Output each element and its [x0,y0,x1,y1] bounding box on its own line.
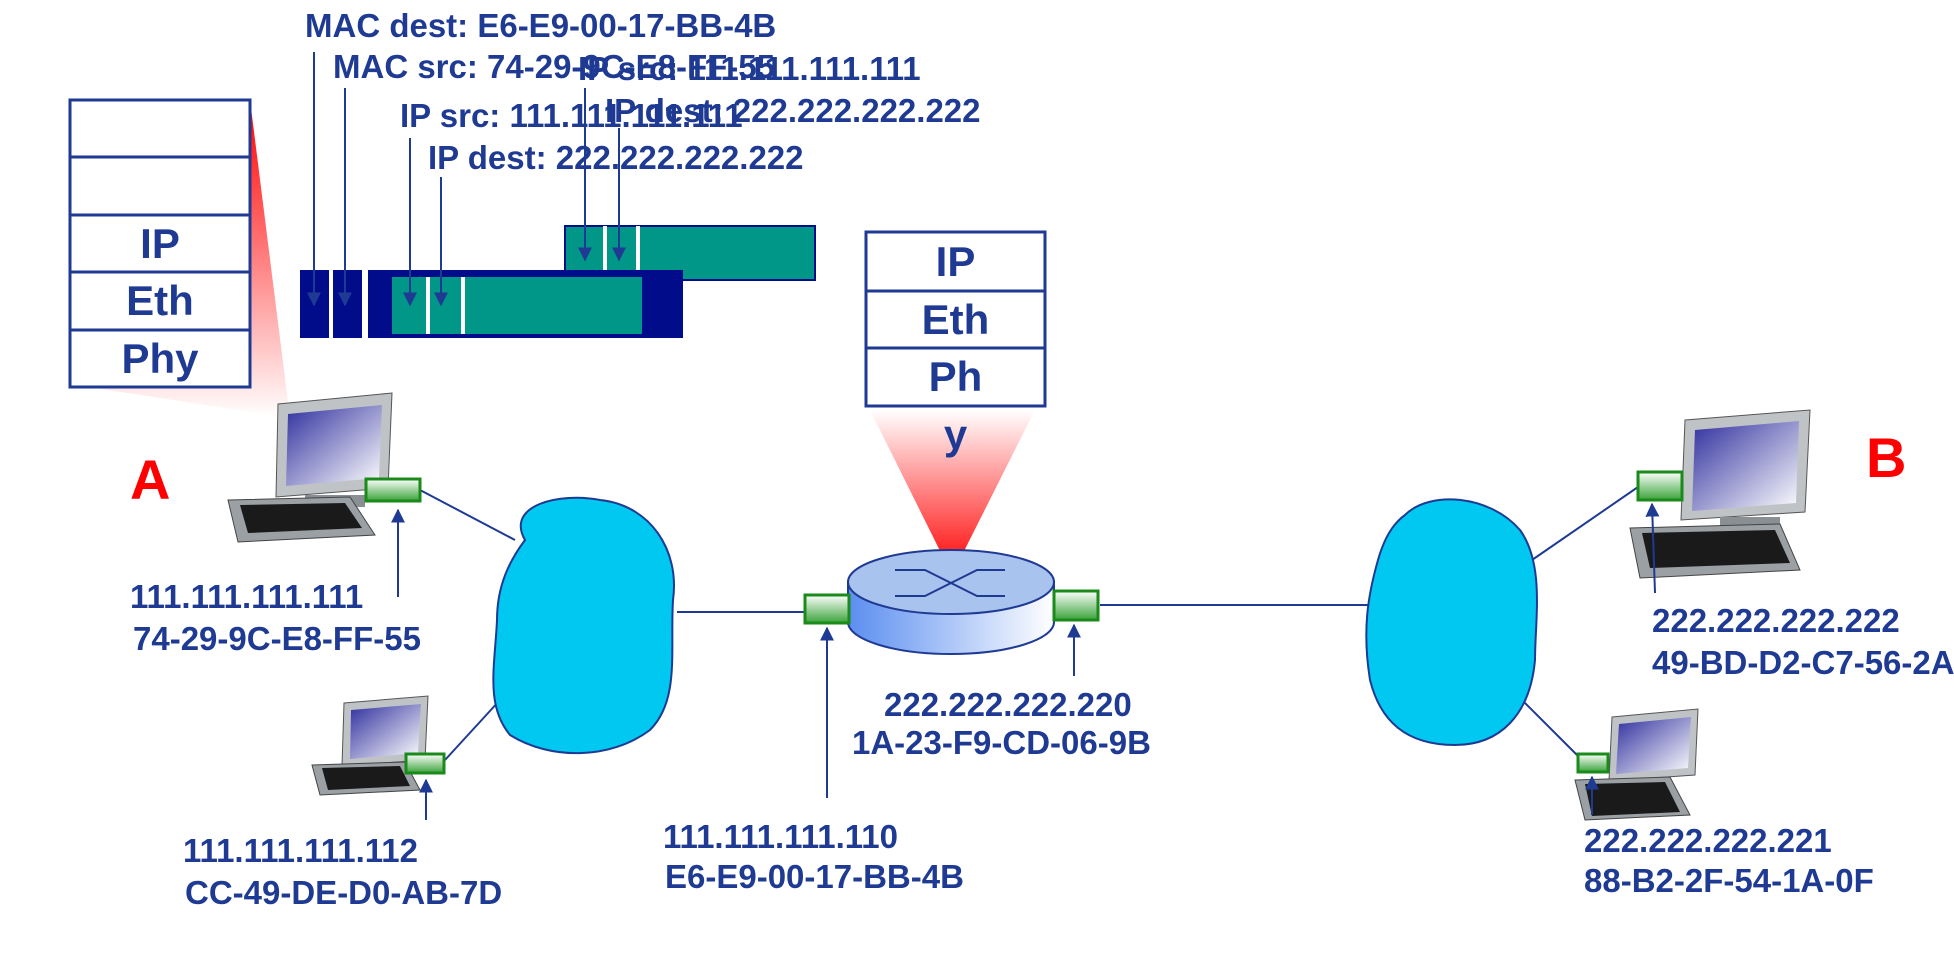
interface-b2 [1576,752,1610,774]
stack-beam-router [870,410,1035,575]
frame-label-ip-dest-right: IP dest: 222.222.222.222 [605,92,981,129]
subnet-cloud-right [1365,498,1538,747]
host-b-mac: 49-BD-D2-C7-56-2A [1652,644,1954,681]
computer-b2[interactable] [1574,708,1699,821]
router-stack-y: y [943,411,968,458]
host-b2-ip: 222.222.222.221 [1584,822,1832,859]
ethernet-frame [300,270,683,338]
router[interactable] [847,549,1055,655]
router-stack-ip: IP [935,237,976,285]
interface-router-left [803,593,851,625]
router-stack-ph: Ph [928,353,983,400]
router-left-mac: E6-E9-00-17-BB-4B [665,858,964,895]
host-a-stack-ip: IP [140,219,180,267]
host-a-stack-eth: Eth [126,277,194,324]
router-left-ip: 111.111.111.110 [663,818,898,855]
frame-arrows [307,52,626,307]
frame-label-mac-src: MAC src: 74-29-9C-E8-FF-55 [333,48,775,85]
computer-b[interactable] [1629,409,1811,579]
host-a-stack-layer-2 [70,157,250,215]
router-stack-outline [864,230,1047,408]
frame-label-ip-src-right: IP src: 111.111.111.111 [578,50,921,87]
router-right-ip: 222.222.222.220 [884,686,1132,723]
computer-a[interactable] [227,392,393,543]
links [419,486,1639,761]
interface-router-right [1052,589,1100,622]
interface-a [364,477,422,503]
host-a-stack-phy: Phy [121,334,199,382]
host-a2-ip: 111.111.111.112 [183,832,418,869]
interface-b [1636,470,1684,502]
frame-label-ip-src-left: IP src: 111.111.111.111 [400,97,743,134]
router-stack-eth: Eth [921,295,990,343]
frame-label-mac-dest: MAC dest: E6-E9-00-17-BB-4B [305,7,777,44]
node-label-b: B [1866,426,1907,489]
node-label-a: A [130,448,171,511]
host-a-stack-outline [68,98,252,389]
host-b2-mac: 88-B2-2F-54-1A-0F [1584,862,1874,899]
host-b-ip: 222.222.222.222 [1652,602,1900,639]
host-a-mac: 74-29-9C-E8-FF-55 [133,620,421,657]
interface-a2 [404,752,446,775]
host-a2-mac: CC-49-DE-D0-AB-7D [185,874,503,911]
computer-a2[interactable] [311,695,429,796]
host-a-stack-layer-1 [70,100,250,157]
host-a-ip: 111.111.111.111 [130,578,364,615]
subnet-cloud-left [492,496,675,755]
address-arrows [391,502,1660,820]
router-right-mac: 1A-23-F9-CD-06-9B [852,724,1151,761]
frame-label-ip-dest-left: IP dest: 222.222.222.222 [428,139,804,176]
